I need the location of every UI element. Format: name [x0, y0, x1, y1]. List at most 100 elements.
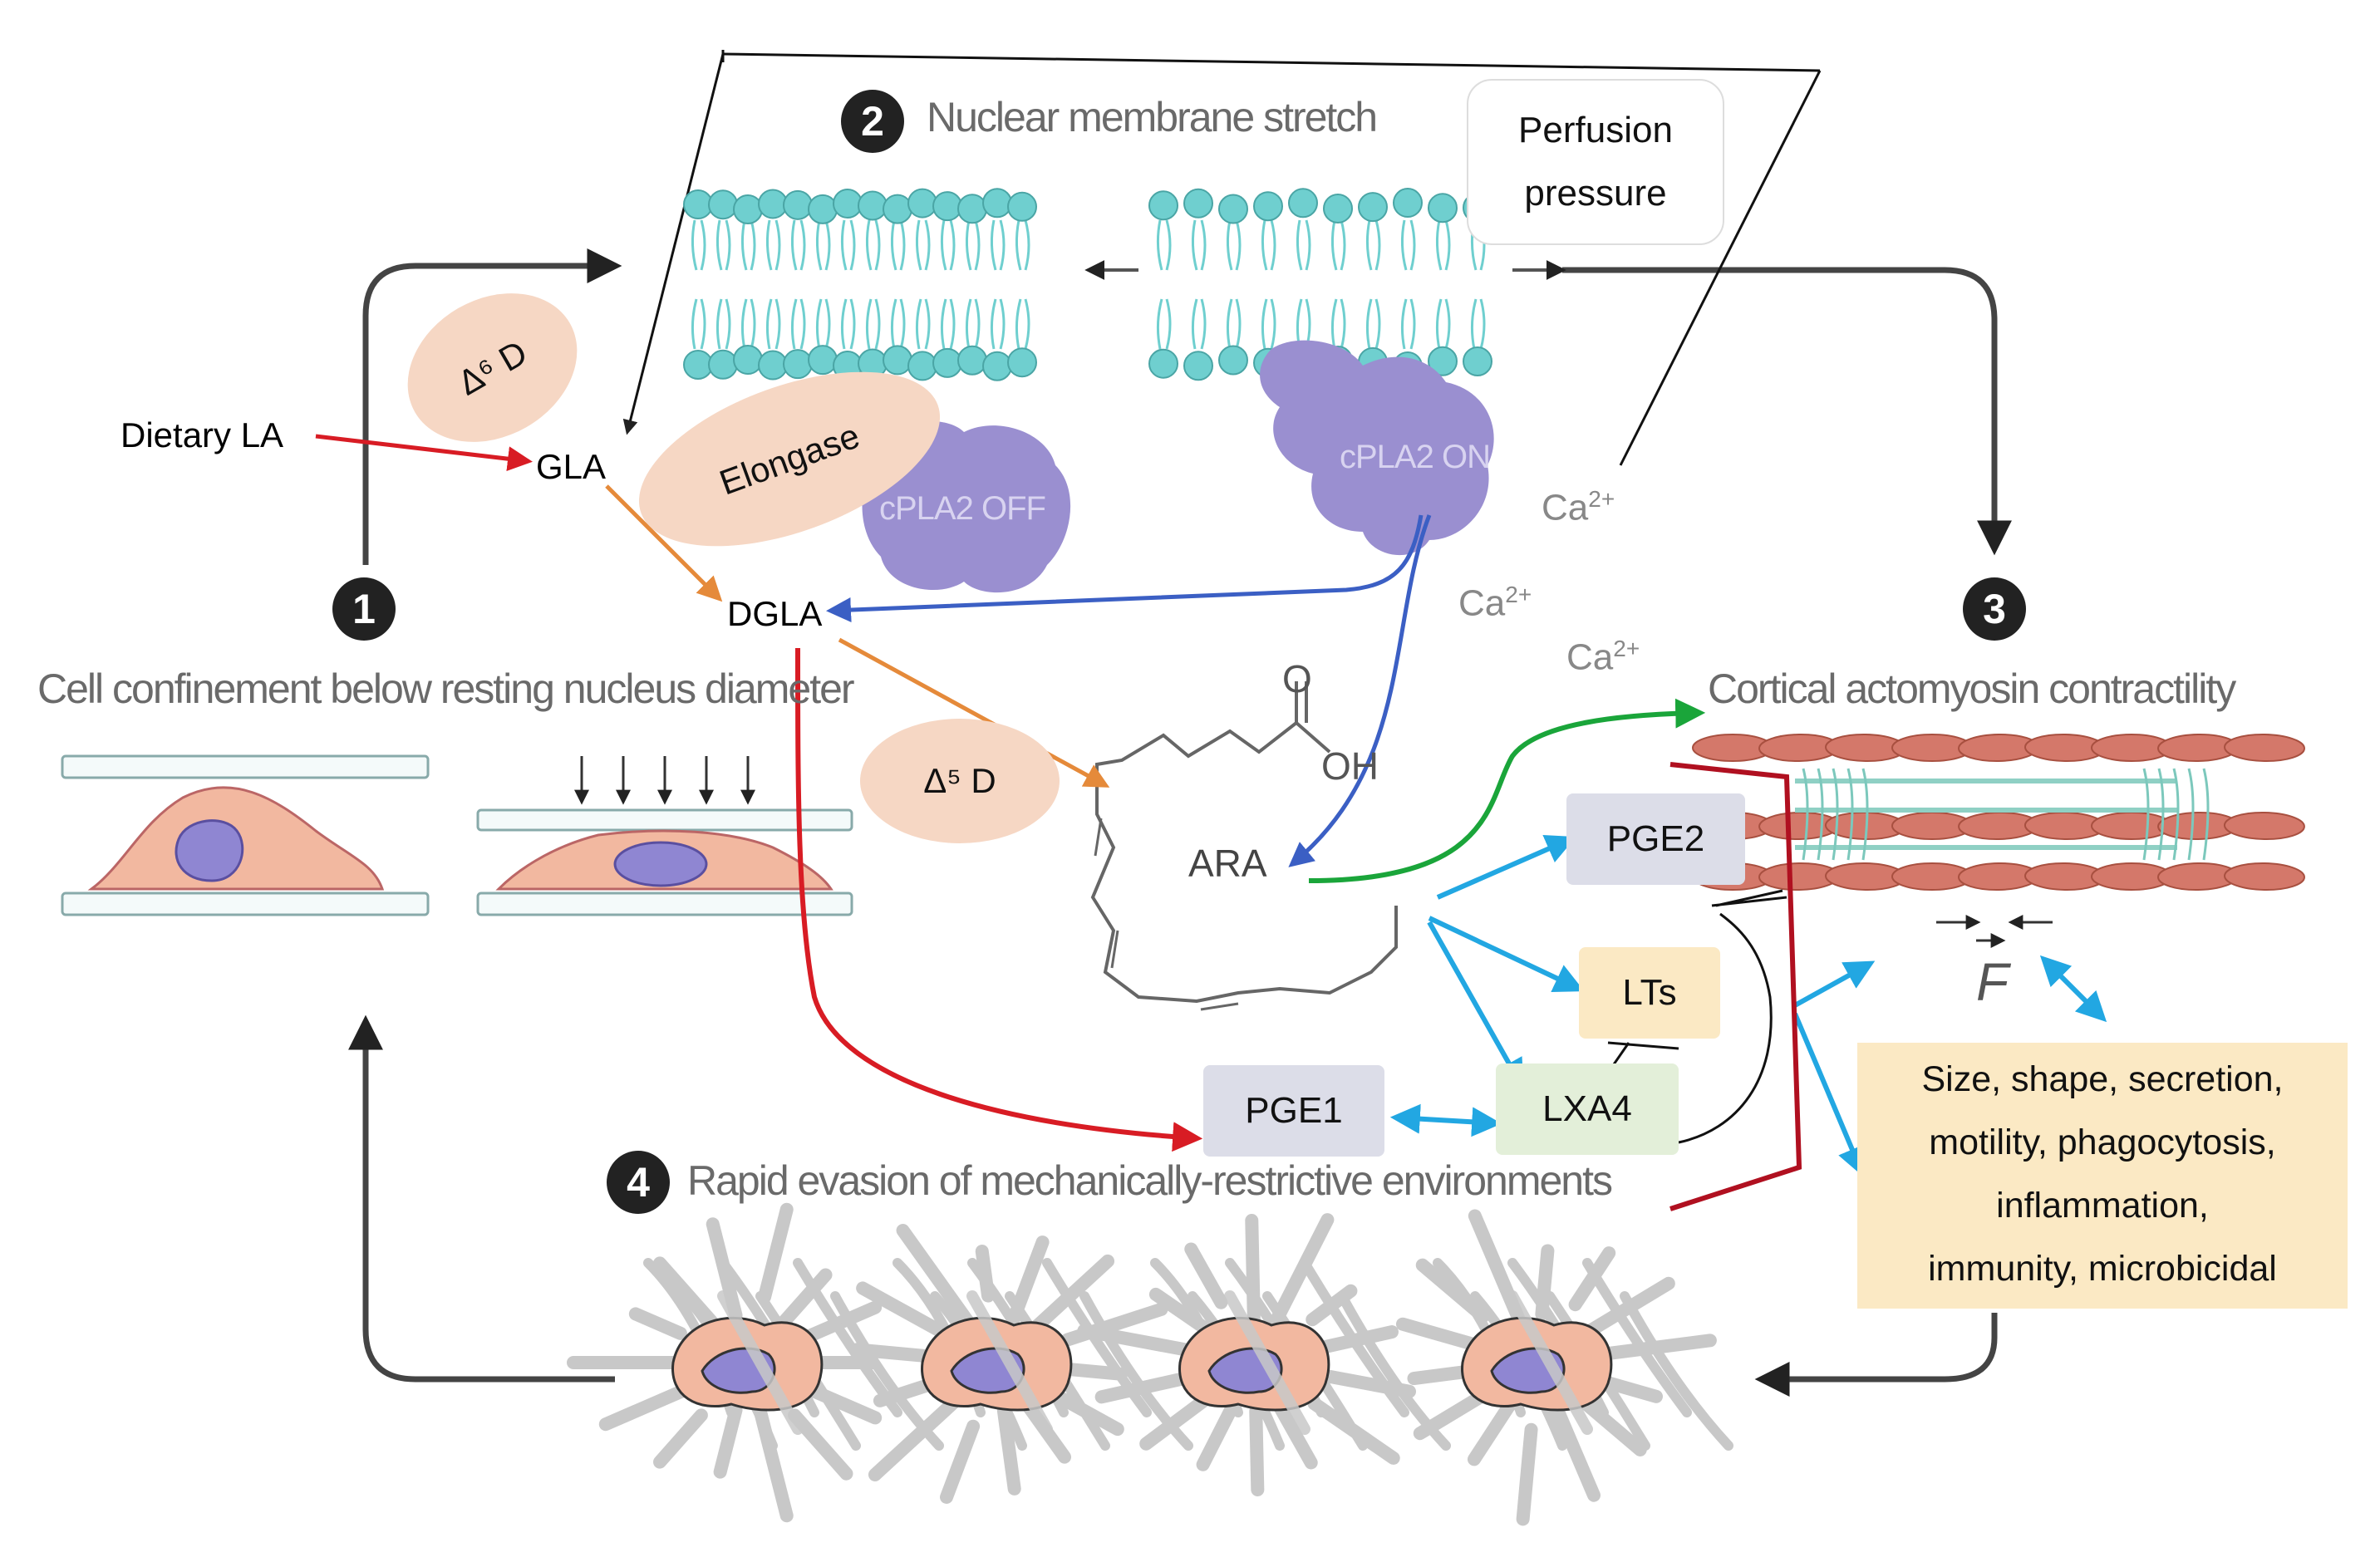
- ara-structure: [1090, 681, 1398, 1011]
- actin-segment: [2224, 733, 2305, 763]
- top-plate: [61, 754, 430, 779]
- cell-nucleus: [175, 819, 244, 882]
- lipid-molecule: [1007, 298, 1037, 378]
- arrow-to-outcomes: [1792, 1012, 1866, 1177]
- lipid-molecule: [808, 194, 838, 271]
- arrow-cpla2-to-dgla: [826, 514, 1424, 623]
- actin-segment: [2224, 862, 2305, 892]
- matrix-cell-unit: [1395, 1209, 1733, 1526]
- arrow-force-outcomes: [2039, 955, 2107, 1023]
- perfusion-pressure-box: Perfusion pressure: [1467, 79, 1724, 245]
- calcium-label-1: Ca2+: [1542, 486, 1615, 528]
- lipid-molecule: [1358, 192, 1388, 271]
- lipid-molecule: [1183, 298, 1213, 381]
- lipid-molecule: [758, 298, 788, 381]
- dietary-la-label: Dietary LA: [120, 415, 284, 454]
- perfusion-top-line: [722, 52, 1821, 72]
- arrow-ara-to-lts: [1428, 916, 1585, 992]
- arrow-ara-to-lxa4: [1427, 921, 1524, 1090]
- lipid-molecule: [833, 188, 863, 271]
- perfusion-line-1: Perfusion: [1518, 110, 1673, 150]
- step-4-number: 4: [607, 1151, 670, 1214]
- top-plate: [476, 808, 853, 832]
- bottom-plate: [476, 892, 853, 916]
- lipid-molecule: [1007, 191, 1037, 271]
- cell-nucleus: [613, 841, 708, 887]
- lipid-molecule: [858, 298, 888, 379]
- pge2-box: PGE2: [1566, 793, 1745, 885]
- arrow-dgla-to-ara: [838, 637, 1110, 788]
- actomyosin-bundle: [1692, 733, 2305, 892]
- lipid-molecule: [982, 298, 1012, 381]
- pge1-box: PGE1: [1203, 1065, 1384, 1157]
- arrow-pge1-lxa4: [1389, 1103, 1502, 1137]
- delta5-label: Δ⁵ D: [923, 761, 996, 800]
- lipid-molecule: [833, 298, 863, 381]
- lipid-molecule: [858, 190, 888, 271]
- step-2-label: Nuclear membrane stretch: [927, 94, 1378, 140]
- ara-carbonyl-o: O: [1282, 657, 1312, 700]
- lipid-molecule: [683, 298, 713, 380]
- calcium-label-2: Ca2+: [1458, 582, 1532, 624]
- perfusion-arrow-to-gla: [622, 53, 725, 435]
- arrow-ara-to-contractility: [1308, 698, 1706, 883]
- extracellular-matrix: [567, 1202, 1733, 1526]
- gla-label: GLA: [536, 447, 607, 486]
- matrix-cell-unit: [849, 1223, 1193, 1504]
- lipid-molecule: [932, 298, 962, 378]
- cpla2-off-label: cPLA2 OFF: [879, 490, 1046, 527]
- lipid-molecule: [907, 298, 937, 381]
- lipid-molecule: [1393, 188, 1423, 271]
- perfusion-line-2: pressure: [1524, 173, 1667, 214]
- cycle-arrow-3-to-4: [1754, 1313, 1998, 1397]
- outcome-line-4: immunity, microbicidal: [1928, 1249, 2277, 1289]
- outcome-line-1: Size, shape, secretion,: [1921, 1059, 2284, 1099]
- delta6-label: Δ⁶ D: [450, 332, 534, 403]
- calcium-label-3: Ca2+: [1566, 636, 1640, 678]
- lts-label: LTs: [1622, 972, 1677, 1013]
- outcome-line-3: inflammation,: [1996, 1186, 2209, 1226]
- cycle-arrows: [348, 248, 2012, 1397]
- lipid-molecule: [708, 189, 738, 271]
- compression-arrows: [574, 756, 755, 805]
- lipid-molecule: [883, 194, 912, 271]
- cpla2-on-enzyme: [1260, 340, 1494, 556]
- lipid-molecule: [957, 194, 987, 271]
- lipid-molecule: [1148, 298, 1178, 379]
- step-1-label: Cell confinement below resting nucleus d…: [37, 666, 855, 712]
- step-2-number: 2: [841, 90, 904, 153]
- delta5-desaturase: Δ⁵ D: [860, 719, 1060, 843]
- actin-segment: [2223, 811, 2305, 841]
- lipid-molecule: [1218, 298, 1248, 376]
- step-3-label: Cortical actomyosin contractility: [1708, 666, 2236, 712]
- lipid-molecule: [1323, 193, 1353, 271]
- lipid-molecule: [683, 189, 713, 271]
- arrow-gla-to-dgla: [605, 484, 723, 602]
- lipid-molecule: [733, 194, 763, 271]
- lipid-molecule: [1428, 193, 1458, 271]
- perfusion-lines: [622, 50, 1822, 466]
- lipid-molecule: [733, 298, 763, 376]
- lipid-molecule: [932, 191, 962, 271]
- lipid-molecule: [783, 189, 813, 271]
- dgla-label: DGLA: [727, 594, 823, 633]
- cycle-arrow-2-to-3: [1562, 267, 2012, 556]
- arrow-dgla-to-pge1: [795, 647, 1203, 1152]
- lipid-bilayer-right: [1148, 188, 1492, 381]
- force-label: F: [1976, 952, 2009, 1012]
- lipid-molecule: [758, 189, 788, 271]
- step-1-number: 1: [332, 577, 396, 641]
- lxa4-box: LXA4: [1496, 1063, 1679, 1155]
- outcome-line-2: motility, phagocytosis,: [1929, 1122, 2276, 1162]
- lipid-molecule: [1288, 188, 1318, 271]
- pge2-label: PGE2: [1606, 818, 1705, 859]
- elongase-label: Elongase: [714, 415, 865, 503]
- step-4-label: Rapid evasion of mechanically-restrictiv…: [687, 1157, 1613, 1204]
- lipid-molecule: [808, 298, 838, 376]
- cycle-arrow-4-to-1: [348, 1014, 615, 1383]
- cycle-arrow-1-to-2: [362, 248, 622, 565]
- matrix-cell-unit: [1077, 1213, 1451, 1496]
- outcomes-box: Size, shape, secretion, motility, phagoc…: [1857, 1043, 2348, 1309]
- lipid-molecule: [883, 298, 912, 376]
- perfusion-line-to-ca: [1619, 70, 1822, 466]
